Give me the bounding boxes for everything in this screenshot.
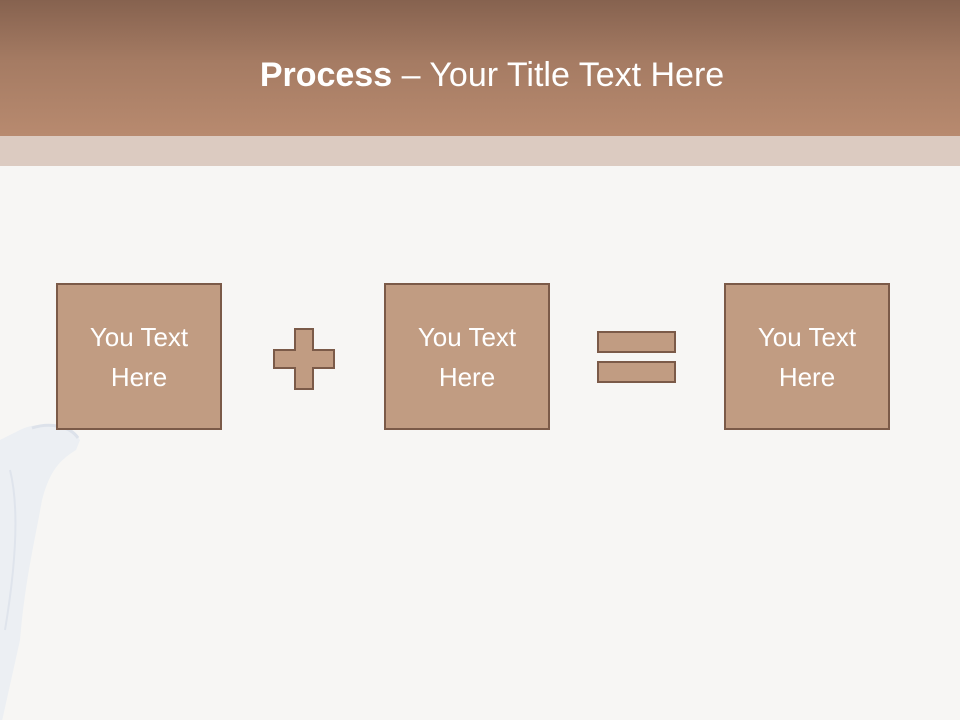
title-rest: Your Title Text Here xyxy=(429,56,725,94)
equals-icon xyxy=(597,331,676,383)
background-figure-image xyxy=(0,423,80,720)
title-dash: – xyxy=(401,56,421,94)
slide-title: Process – Your Title Text Here xyxy=(0,52,960,98)
process-box-3-label: You Text Here xyxy=(757,321,857,392)
process-box-2: You Text Here xyxy=(384,283,550,430)
process-box-1-label: You Text Here xyxy=(89,321,189,392)
process-box-1: You Text Here xyxy=(56,283,222,430)
process-box-3: You Text Here xyxy=(724,283,890,430)
plus-icon xyxy=(273,328,335,390)
title-bold: Process xyxy=(259,56,393,94)
header-band xyxy=(0,0,960,136)
process-box-2-label: You Text Here xyxy=(417,321,517,392)
header-stripe xyxy=(0,136,960,166)
